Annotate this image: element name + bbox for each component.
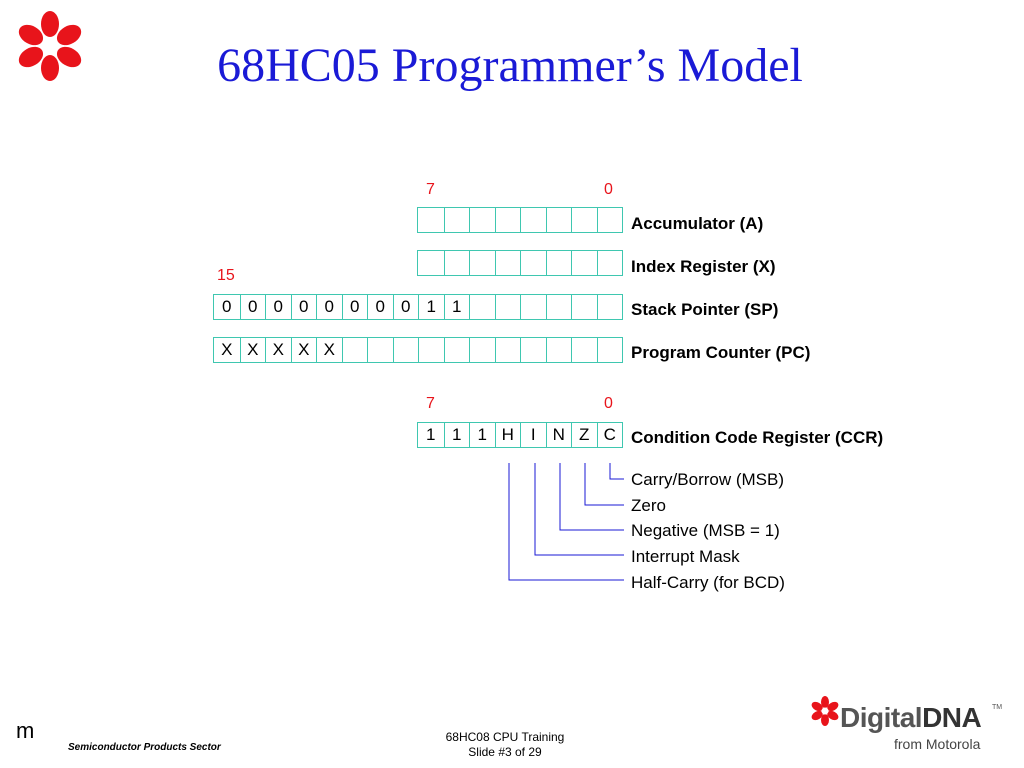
flag-half-carry-label: Half-Carry (for BCD)	[631, 573, 785, 592]
register-bit-cell	[494, 251, 521, 275]
register-bit-cell: 1	[418, 295, 444, 319]
bit-number-7: 7	[426, 181, 435, 198]
register-bit-cell: 1	[426, 425, 436, 444]
register-bit-cell	[545, 251, 572, 275]
register-bit-cell	[545, 208, 572, 232]
register-bit-cell	[520, 208, 546, 232]
connector-carry	[609, 463, 624, 480]
bit-number-15: 15	[217, 267, 235, 284]
register-bit-cell	[520, 338, 546, 362]
register-bit-cell	[596, 338, 623, 362]
register-bit-cell: 1	[443, 423, 470, 447]
ccr-label: Condition Code Register (CCR)	[631, 428, 884, 447]
register-bit-cell	[418, 338, 444, 362]
index-register-label: Index Register (X)	[631, 257, 776, 276]
register-bit-cell	[443, 251, 470, 275]
register-bit-cell	[571, 208, 597, 232]
index-register	[417, 250, 623, 276]
flag-interrupt-label: Interrupt Mask	[631, 547, 740, 566]
register-bit-cell	[571, 251, 597, 275]
register-bit-cell	[418, 251, 444, 275]
connector-interrupt	[534, 463, 624, 556]
register-bit-cell	[367, 338, 393, 362]
stack-pointer-label: Stack Pointer (SP)	[631, 300, 779, 319]
bit-number-0: 0	[604, 181, 613, 198]
register-bit-cell: 0	[290, 295, 317, 319]
digital-dna-logo-text: DigitalDNA	[840, 702, 982, 733]
flag-zero-label: Zero	[631, 496, 666, 515]
register-bit-cell	[596, 251, 623, 275]
register-bit-cell	[392, 338, 419, 362]
connector-zero	[584, 463, 624, 506]
register-bit-cell	[469, 338, 495, 362]
footer-m-mark: m	[16, 718, 35, 743]
accumulator-label: Accumulator (A)	[631, 214, 764, 233]
program-counter-label: Program Counter (PC)	[631, 343, 811, 362]
from-motorola-text: from Motorola	[894, 736, 981, 752]
red-flower-icon	[18, 11, 82, 81]
register-bit-cell: H	[494, 423, 521, 447]
register-bit-cell	[443, 208, 470, 232]
register-bit-cell	[469, 251, 495, 275]
register-bit-cell: X	[265, 338, 291, 362]
register-bit-cell	[545, 295, 572, 319]
register-bit-cell	[494, 208, 521, 232]
register-bit-cell: X	[290, 338, 317, 362]
footer-slide-number: Slide #3 of 29	[468, 745, 542, 759]
trademark-mark: TM	[992, 704, 1003, 711]
register-bit-cell: X	[221, 340, 233, 359]
ccr-bit-number-7: 7	[426, 395, 435, 412]
ccr-bit-number-0: 0	[604, 395, 613, 412]
register-bit-cell: N	[545, 423, 572, 447]
register-bit-cell: I	[520, 423, 546, 447]
register-bit-cell: Z	[571, 423, 597, 447]
register-bit-cell	[545, 338, 572, 362]
register-bit-cell	[341, 338, 368, 362]
register-bit-cell: 0	[265, 295, 291, 319]
register-bit-cell	[520, 295, 546, 319]
register-bit-cell	[520, 251, 546, 275]
dna-flower-icon	[811, 696, 839, 726]
accumulator-register	[417, 207, 623, 233]
register-bit-cell: 0	[239, 295, 266, 319]
flag-carry-label: Carry/Borrow (MSB)	[631, 470, 785, 489]
register-bit-cell: 0	[316, 295, 342, 319]
register-bit-cell: 1	[443, 295, 470, 319]
register-bit-cell	[571, 338, 597, 362]
register-bit-cell: 0	[341, 295, 368, 319]
footer-sector: Semiconductor Products Sector	[68, 742, 221, 753]
register-bit-cell: C	[596, 423, 623, 447]
register-bit-cell: 0	[392, 295, 419, 319]
register-bit-cell: 0	[367, 295, 393, 319]
register-bit-cell	[469, 295, 495, 319]
register-bit-cell	[596, 208, 623, 232]
footer-course: 68HC08 CPU Training	[445, 730, 565, 744]
register-bit-cell: 0	[222, 297, 232, 316]
footer-course-info: 68HC08 CPU Training Slide #3 of 29	[400, 730, 610, 760]
register-bit-cell	[494, 338, 521, 362]
register-bit-cell	[443, 338, 470, 362]
flag-negative-label: Negative (MSB = 1)	[631, 521, 780, 540]
register-bit-cell	[571, 295, 597, 319]
connector-half-carry	[508, 463, 624, 581]
register-bit-cell: X	[239, 338, 266, 362]
register-bit-cell: 1	[469, 423, 495, 447]
register-bit-cell	[418, 208, 444, 232]
register-bit-cell	[494, 295, 521, 319]
register-bit-cell	[596, 295, 623, 319]
slide-title: 68HC05 Programmer’s Model	[217, 39, 803, 92]
register-bit-cell	[469, 208, 495, 232]
connector-negative	[559, 463, 624, 531]
register-bit-cell: X	[316, 338, 342, 362]
